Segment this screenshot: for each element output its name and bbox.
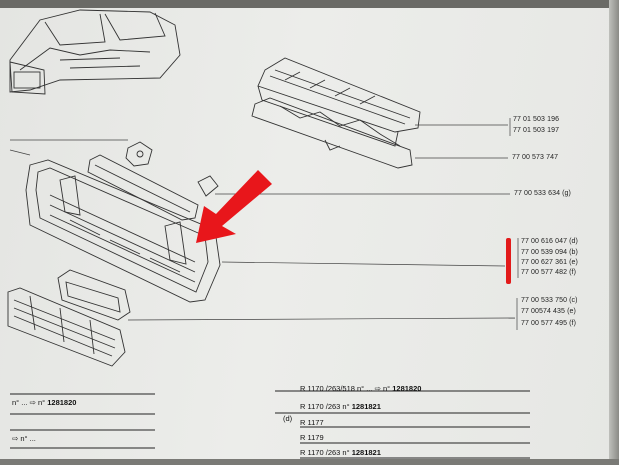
red-arrow-icon [196, 170, 272, 243]
page-right-edge [609, 0, 619, 465]
part-number-label: 77 00574 435 (e) [521, 308, 576, 315]
part-number-label: 77 00 539 094 (b) [521, 249, 578, 256]
left-table-row: ⇨ n° ... [12, 434, 36, 443]
car-body-illustration [9, 9, 181, 95]
right-table-row: R 1170 /263/518 n° ... ⇨ n° 1281820 [300, 384, 422, 393]
serial-number: 1281821 [351, 448, 381, 457]
bottom-table-lines [10, 390, 530, 459]
left-table-row: n° ... ⇨ n° 1281820 [12, 398, 77, 407]
lower-grille-illustration [7, 287, 126, 367]
part-number-label: 77 00 533 634 (g) [514, 190, 571, 197]
serial-number: 1281820 [47, 398, 77, 407]
part-number-brackets [509, 118, 519, 330]
headlamp-housing-illustration [57, 269, 131, 321]
page-top-edge [0, 0, 619, 8]
serial-number: 1281821 [351, 402, 381, 411]
front-panel-illustration [25, 159, 221, 303]
part-number-label: 77 00 627 361 (e) [521, 259, 578, 266]
right-table-row: R 1170 /263 n° 1281821 [300, 448, 381, 457]
part-number-label: 77 00 577 495 (f) [521, 320, 577, 327]
variant-marker: (d) [283, 414, 293, 423]
part-number-label: 77 00 616 047 (d) [521, 238, 578, 245]
part-number-label: 77 00 573 747 [512, 154, 559, 161]
serial-number: 1281820 [392, 384, 422, 393]
lower-crossmember-illustration [251, 97, 413, 169]
part-number-label: 77 00 533 750 (c) [521, 297, 578, 304]
red-highlight-bar [506, 238, 511, 284]
right-table-row: R 1177 [300, 418, 324, 427]
page-bottom-edge [0, 459, 619, 465]
grille-upper-panel-illustration [87, 154, 219, 221]
part-number-label: 77 01 503 196 [513, 116, 560, 123]
leader-lines [9, 124, 516, 321]
part-number-label: 77 01 503 197 [513, 127, 560, 134]
right-table-row: R 1170 /263 n° 1281821 [300, 402, 381, 411]
bracket-illustration [125, 141, 153, 167]
part-number-label: 77 00 577 482 (f) [521, 269, 577, 276]
upper-crossmember-illustration [257, 57, 421, 147]
right-table-row: R 1179 [300, 433, 324, 442]
